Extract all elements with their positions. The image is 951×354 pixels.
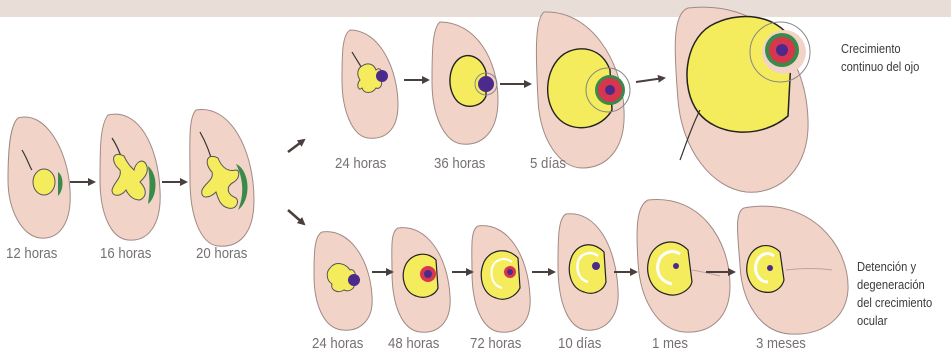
label-arrest-72h: 72 horas <box>470 335 521 352</box>
label-arrest-48h: 48 horas <box>388 335 439 352</box>
normal-stage-5-dias <box>536 12 630 168</box>
label-arrest-10dias: 10 días <box>558 335 601 352</box>
label-arrest-3meses: 3 meses <box>756 335 806 352</box>
stage-20-horas <box>190 109 254 246</box>
label-normal-36h: 36 horas <box>434 155 485 172</box>
caption-normal-line-1: Crecimiento <box>841 40 919 58</box>
arrest-stage-72-horas <box>472 226 530 333</box>
arrest-stage-10-dias <box>558 214 618 330</box>
caption-arrest-line-1: Detención y <box>857 258 932 276</box>
label-start-12h: 12 horas <box>6 245 57 262</box>
caption-arrest-line-4: ocular <box>857 312 932 330</box>
arrow-up-right-icon <box>288 140 304 152</box>
normal-stage-adult <box>675 7 810 192</box>
label-normal-24h: 24 horas <box>335 155 386 172</box>
arrest-stage-3-meses <box>738 206 849 334</box>
caption-normal-growth: Crecimiento continuo del ojo <box>841 40 919 76</box>
arrest-stage-24-horas <box>314 232 372 331</box>
arrow-down-right-icon <box>288 210 304 224</box>
label-normal-5dias: 5 días <box>530 155 566 172</box>
label-start-16h: 16 horas <box>100 245 151 262</box>
arrow-right-icon <box>636 78 664 82</box>
label-arrest-24h: 24 horas <box>312 335 363 352</box>
label-arrest-1mes: 1 mes <box>652 335 688 352</box>
stage-16-horas <box>100 114 160 240</box>
caption-normal-line-2: continuo del ojo <box>841 58 919 76</box>
caption-arrest-line-3: del crecimiento <box>857 294 932 312</box>
stage-12-horas <box>8 117 70 238</box>
arrest-stage-1-mes <box>637 199 730 332</box>
caption-arrest-line-2: degeneración <box>857 276 932 294</box>
normal-stage-24-horas <box>342 30 398 138</box>
arrest-stage-48-horas <box>392 228 450 333</box>
caption-arrested-growth: Detención y degeneración del crecimiento… <box>857 258 932 330</box>
normal-stage-36-horas <box>432 22 498 144</box>
label-start-20h: 20 horas <box>196 245 247 262</box>
